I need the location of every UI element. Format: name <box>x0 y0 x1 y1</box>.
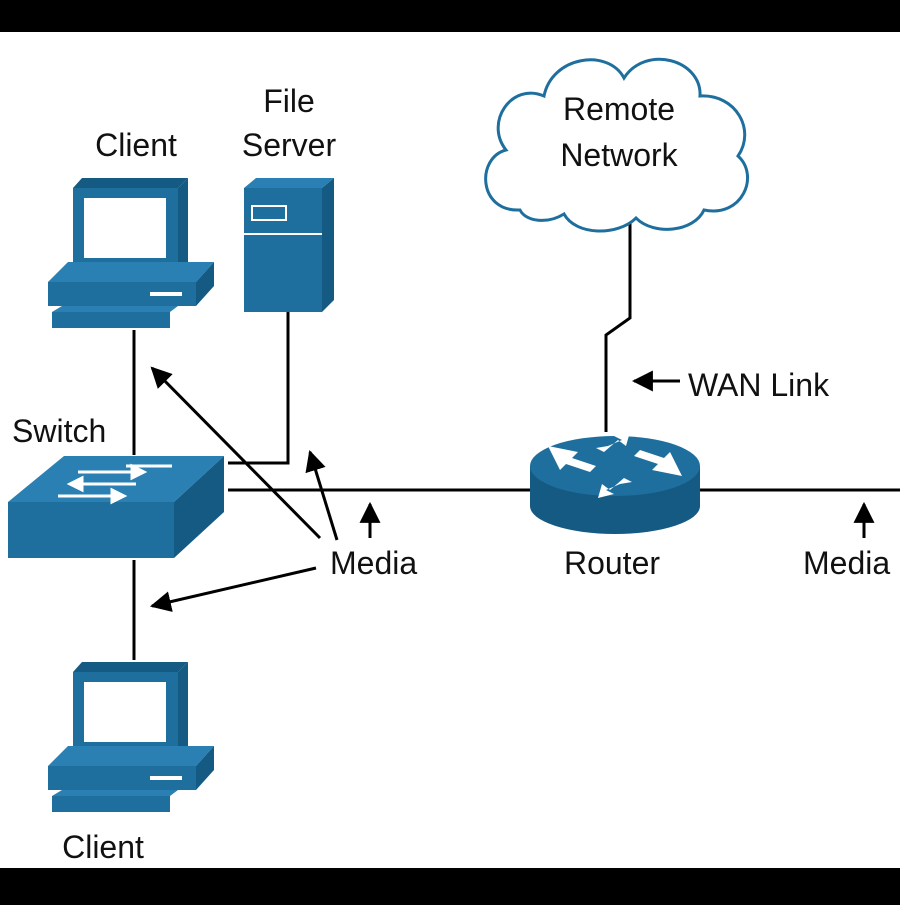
file-server-label-line2: Server <box>242 127 337 163</box>
connections <box>132 222 900 660</box>
remote-network-label-line2: Network <box>560 137 678 173</box>
server-to-switch-link <box>228 312 290 465</box>
media-right-label: Media <box>803 545 890 581</box>
switch-label: Switch <box>12 413 106 449</box>
cloud-icon <box>484 57 749 233</box>
network-switch-icon <box>8 456 224 558</box>
desktop-computer-icon <box>48 178 214 328</box>
file-server-label-line1: File <box>263 83 315 119</box>
router-icon <box>530 432 700 534</box>
media-arrows <box>149 366 875 612</box>
desktop-computer-icon <box>48 662 214 812</box>
remote-network-label-line1: Remote <box>563 91 675 127</box>
media-center-label: Media <box>330 545 417 581</box>
labels: Client File Server Remote Network WAN Li… <box>12 83 890 865</box>
media-arrow-to-server-link <box>305 449 339 541</box>
wan-link-line <box>604 222 632 432</box>
media-arrow-to-bottom-link <box>149 566 317 612</box>
wan-link-label: WAN Link <box>688 367 830 403</box>
server-tower-icon <box>244 178 334 312</box>
media-arrow-to-client-link <box>150 366 322 540</box>
client-top-label: Client <box>95 127 177 163</box>
router-label: Router <box>564 545 660 581</box>
client-bottom-label: Client <box>62 829 144 865</box>
